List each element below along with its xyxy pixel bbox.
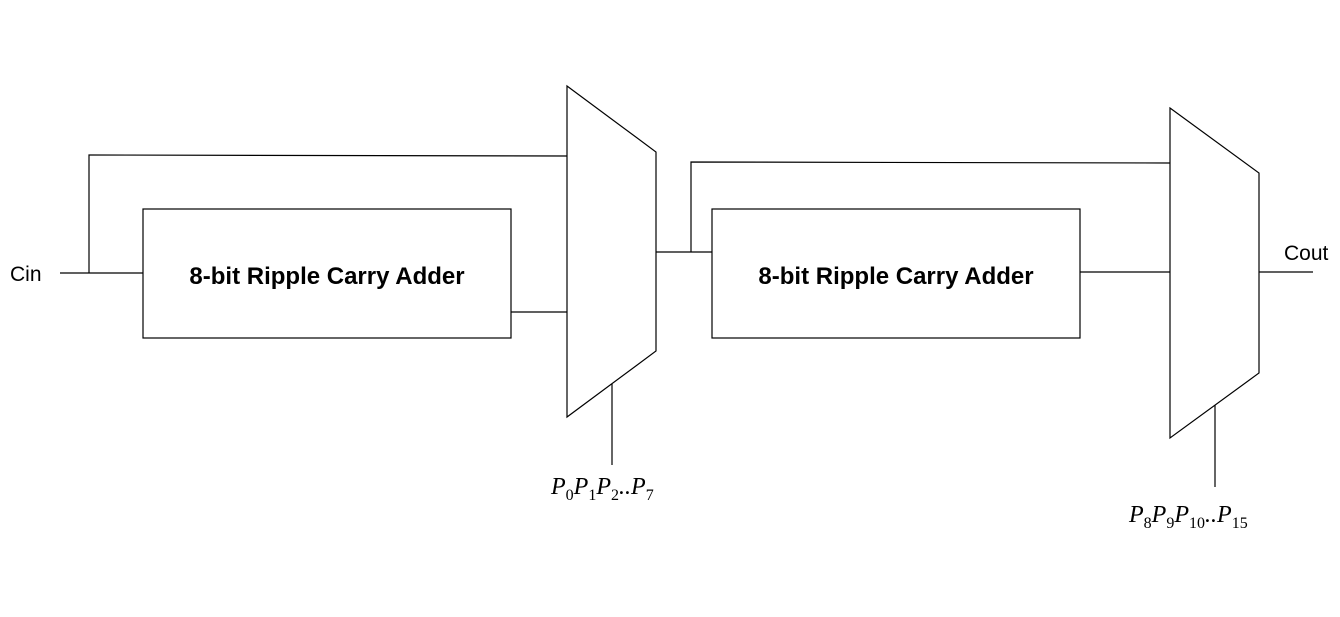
select-term-base: .. [619, 474, 631, 500]
multiplexer-1 [566, 84, 657, 419]
select-term-base: .. [1205, 502, 1217, 528]
mux1-bypass-wire [690, 161, 1171, 252]
ripple-carry-adder-label-2: 8-bit Ripple Carry Adder [758, 263, 1033, 290]
select-term-subscript: 15 [1232, 515, 1248, 532]
multiplexer-2 [1169, 106, 1260, 440]
ripple-carry-adder-block-2 [711, 208, 1081, 339]
select-term-base: P [573, 474, 589, 500]
cin-label: Cin [10, 263, 42, 286]
select-term-base: P [1151, 502, 1167, 528]
select-term-subscript: 8 [1144, 515, 1152, 532]
select-term-base: P [1173, 502, 1189, 528]
select-term-subscript: 9 [1166, 515, 1174, 532]
cin-bypass-wire [88, 154, 568, 273]
select-term-subscript: 2 [611, 487, 619, 504]
select-term-subscript: 1 [588, 487, 596, 504]
mux1-select-label: P0​P1​P2​..P7​ [550, 474, 654, 504]
select-term-base: P [1128, 502, 1144, 528]
cout-label: Cout [1284, 242, 1329, 265]
select-term-base: P [1216, 502, 1232, 528]
mux2-select-label: P8​P9​P10​..P15​ [1128, 502, 1248, 532]
ripple-carry-adder-label-1: 8-bit Ripple Carry Adder [189, 263, 464, 290]
ripple-carry-adder-block-1 [142, 208, 512, 339]
select-term-subscript: 0 [566, 487, 574, 504]
select-term-subscript: 7 [646, 487, 654, 504]
select-term-base: P [630, 474, 646, 500]
select-term-base: P [550, 474, 566, 500]
select-term-subscript: 10 [1189, 515, 1205, 532]
select-term-base: P [595, 474, 611, 500]
